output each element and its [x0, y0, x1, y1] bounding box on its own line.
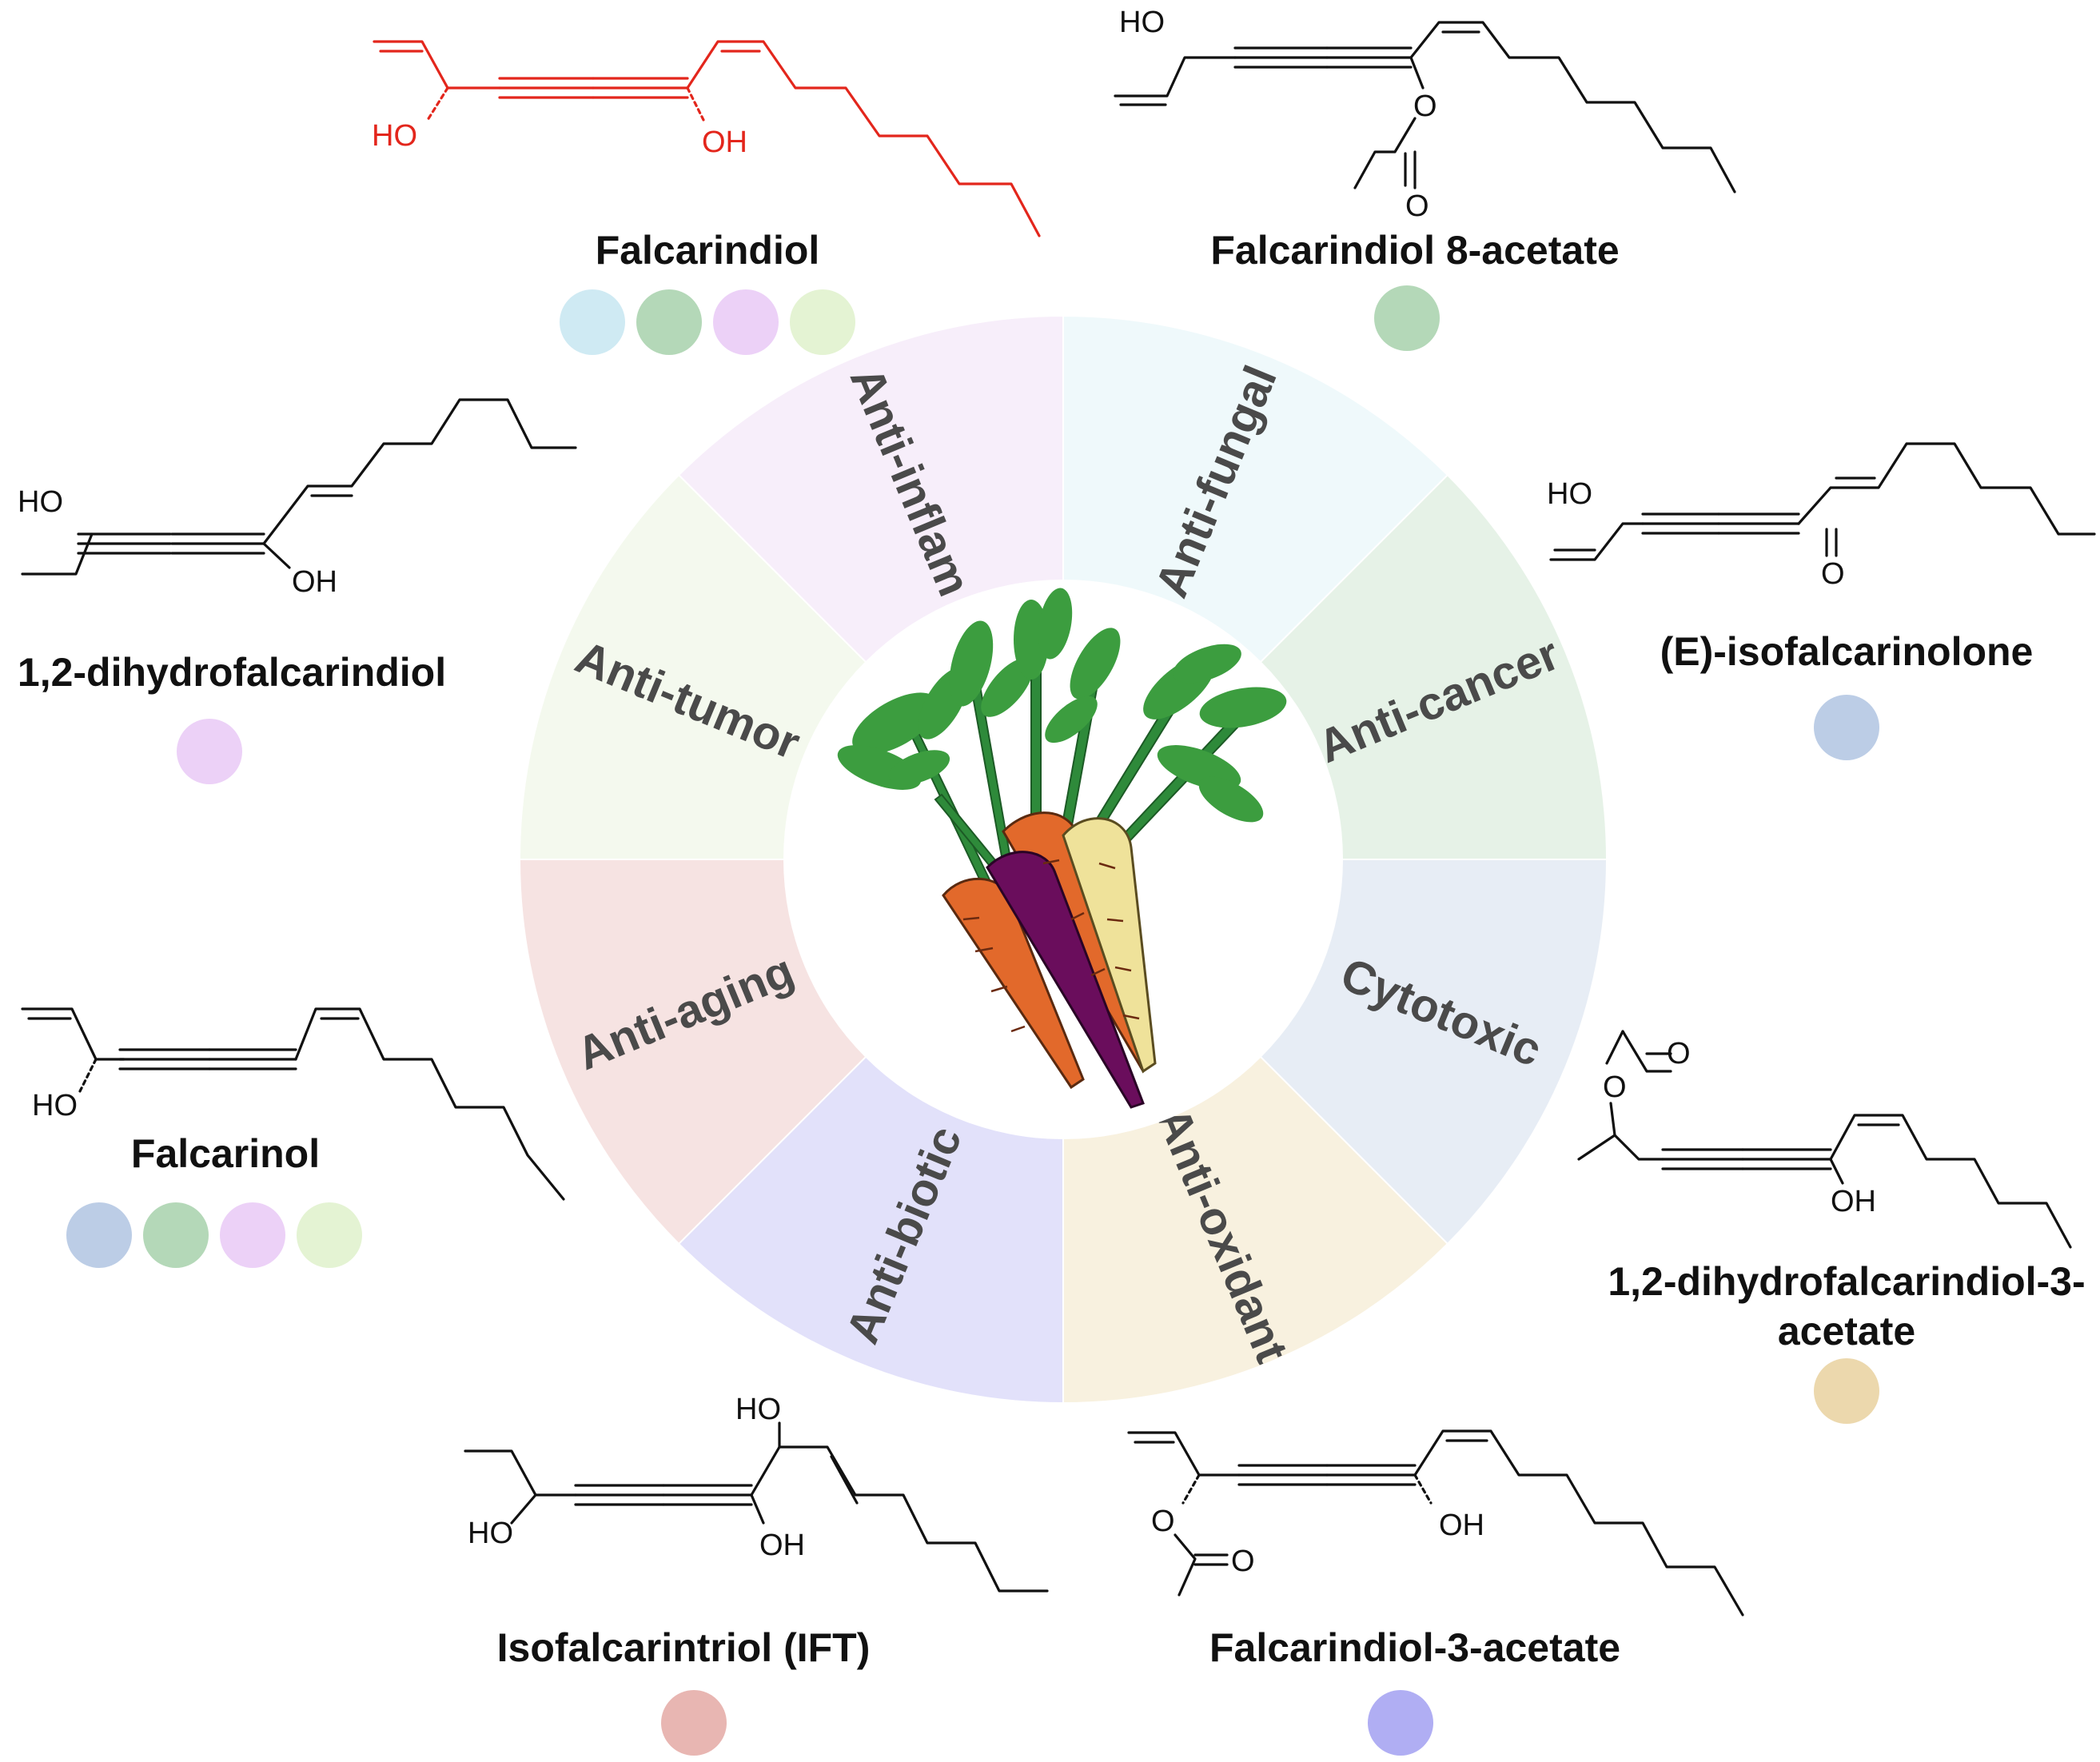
activity-dot — [220, 1202, 285, 1268]
compound-name-e-isofalcarinolone: (E)-isofalcarinolone — [1660, 629, 2034, 674]
activity-dot — [1374, 285, 1440, 351]
atom-o: O — [1603, 1070, 1627, 1104]
atom-ho: HO — [1119, 6, 1165, 39]
compound-name-falcarindiol-8-acetate: Falcarindiol 8-acetate — [1210, 228, 1619, 273]
atom-ho: HO — [1547, 477, 1592, 511]
atom-oh: OH — [702, 126, 747, 159]
atom-o: O — [1413, 90, 1437, 123]
structure-isofalcarintriol: HO HO OH — [464, 1393, 1049, 1593]
atom-oh: OH — [759, 1529, 805, 1562]
structure-1-2-dihydrofalcarindiol: HO OH — [18, 398, 577, 599]
structure-falcarindiol-3-acetate: O O OH — [1127, 1429, 1744, 1616]
structure-e-isofalcarinolone: HO O — [1547, 442, 2096, 591]
compound-name-1-2-dihydrofalcarindiol-3-acetate-line2: acetate — [1778, 1309, 1915, 1353]
activity-dot — [66, 1202, 132, 1268]
structure-falcarindiol-8-acetate: HO O O — [1114, 6, 1736, 223]
atom-ho: HO — [735, 1393, 781, 1426]
atom-o: O — [1151, 1505, 1175, 1538]
compound-name-1-2-dihydrofalcarindiol: 1,2-dihydrofalcarindiol — [18, 650, 446, 695]
activity-dots — [66, 285, 1879, 1756]
activity-dot — [713, 289, 779, 355]
compound-name-1-2-dihydrofalcarindiol-3-acetate-line1: 1,2-dihydrofalcarindiol-3- — [1608, 1259, 2085, 1304]
atom-oh: OH — [1439, 1509, 1484, 1542]
structure-falcarindiol: HO OH — [372, 40, 1041, 237]
activity-dot — [1368, 1690, 1433, 1756]
activity-dot — [177, 719, 242, 784]
atom-ho: HO — [468, 1517, 513, 1550]
activity-dot — [636, 289, 702, 355]
structure-falcarinol: HO — [21, 1007, 565, 1201]
atom-ho: HO — [372, 119, 417, 153]
atom-o: O — [1231, 1545, 1255, 1578]
compound-name-falcarindiol: Falcarindiol — [596, 228, 820, 273]
activity-dot — [661, 1690, 727, 1756]
compound-name-isofalcarintriol: Isofalcarintriol (IFT) — [497, 1625, 871, 1670]
atom-o: O — [1667, 1037, 1691, 1070]
activity-dot — [560, 289, 625, 355]
compound-name-falcarinol: Falcarinol — [131, 1131, 320, 1176]
atom-oh: OH — [292, 565, 337, 599]
compound-name-falcarindiol-3-acetate: Falcarindiol-3-acetate — [1209, 1625, 1620, 1670]
atom-o: O — [1405, 189, 1429, 223]
atom-ho: HO — [32, 1089, 78, 1122]
carrot-bunch-illustration — [837, 588, 1287, 1109]
activity-dot — [1814, 1358, 1879, 1424]
activity-dot — [143, 1202, 209, 1268]
activity-dot — [790, 289, 855, 355]
activity-dot — [297, 1202, 362, 1268]
atom-ho: HO — [18, 485, 63, 519]
structure-1-2-dihydrofalcarindiol-3-acetate: O O OH — [1577, 1030, 2072, 1249]
atom-oh: OH — [1831, 1185, 1876, 1218]
atom-o: O — [1821, 557, 1845, 591]
activity-dot — [1814, 695, 1879, 760]
